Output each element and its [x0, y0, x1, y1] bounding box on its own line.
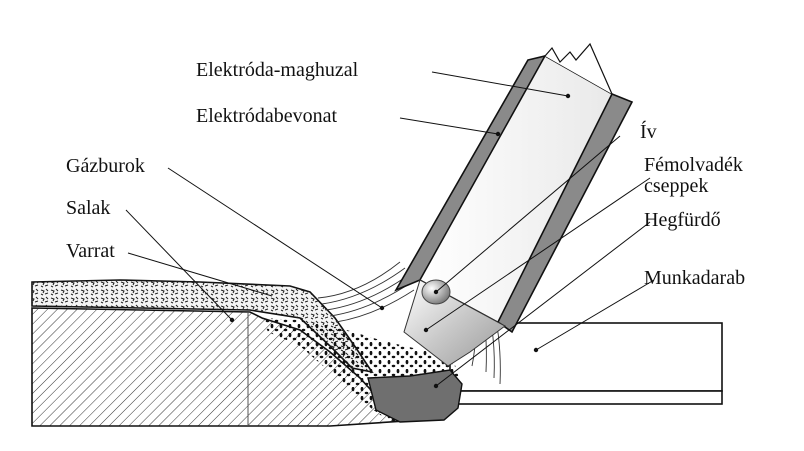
leader-dots [229, 93, 571, 389]
label-workpiece: Munkadarab [644, 267, 745, 289]
electrode-coating-right [496, 92, 634, 334]
label-slag: Salak [66, 197, 110, 219]
electrode [394, 42, 634, 334]
label-weld-pool: Hegfürdő [644, 209, 721, 231]
label-weld: Varrat [66, 240, 115, 262]
label-droplets-line2: cseppek [644, 175, 708, 197]
leader-lines [125, 71, 655, 387]
label-droplets-line1: Fémolvadék [644, 154, 743, 176]
label-electrode-coating: Elektródabevonat [196, 105, 337, 127]
workpiece-plate [449, 322, 723, 405]
weld-pool-shape [367, 369, 463, 423]
label-electrode-core: Elektróda-maghuzal [196, 59, 359, 81]
label-arc: Ív [640, 120, 657, 143]
label-gas-shield: Gázburok [66, 155, 145, 177]
